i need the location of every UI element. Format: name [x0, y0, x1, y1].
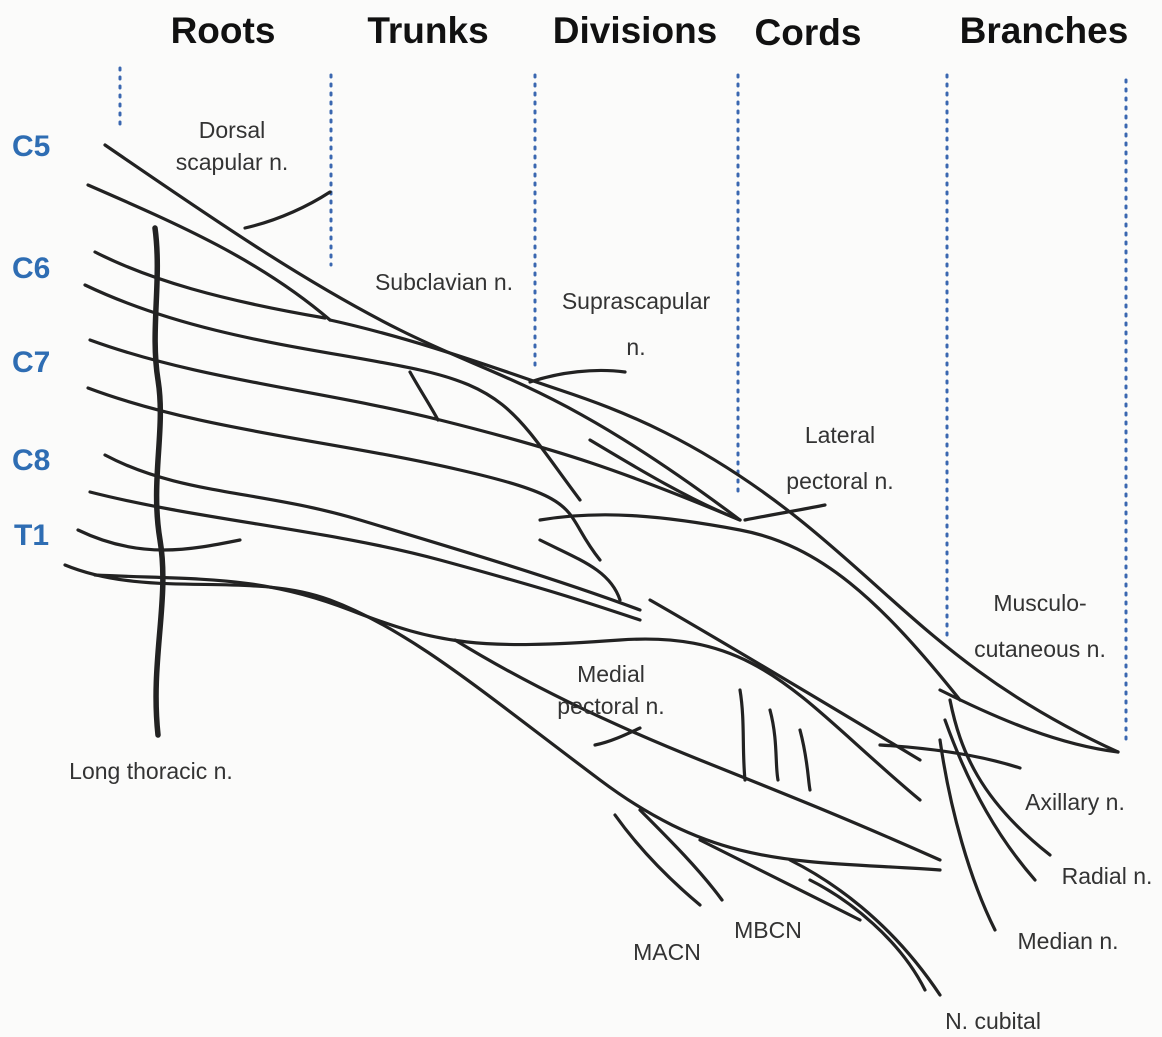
label-mbcn: MBCN: [734, 914, 802, 946]
ulnar-nerve-2: [810, 880, 925, 990]
label-subclavian: Subclavian n.: [375, 266, 513, 298]
radial-nerve: [945, 720, 1035, 880]
label-dorsal-scapular-line2: scapular n.: [176, 146, 289, 178]
header-cords: Cords: [755, 12, 862, 54]
root-label-t1: T1: [14, 519, 49, 553]
dorsal-scapular-nerve: [245, 192, 330, 228]
label-lateral-pectoral: Lateral pectoral n.: [786, 412, 893, 504]
header-branches: Branches: [960, 10, 1129, 52]
label-macn: MACN: [633, 936, 701, 968]
medial-cord: [650, 600, 920, 760]
subscapular-nerve-2: [770, 710, 778, 780]
root-label-c8: C8: [12, 444, 50, 478]
mbcn-nerve: [700, 840, 860, 920]
nerve-strands: [65, 145, 1118, 995]
upper-trunk: [330, 320, 1118, 752]
label-suprascapular-line2: n.: [562, 324, 710, 370]
c5-root-lower: [88, 185, 330, 320]
median-nerve: [940, 740, 995, 930]
root-label-c6: C6: [12, 252, 50, 286]
header-trunks: Trunks: [367, 10, 488, 52]
label-lateral-pectoral-line1: Lateral: [786, 412, 893, 458]
medial-pectoral-nerve: [595, 728, 640, 745]
label-long-thoracic: Long thoracic n.: [69, 755, 233, 787]
root-label-c7: C7: [12, 346, 50, 380]
label-medial-pectoral: Medial pectoral n.: [557, 658, 664, 722]
header-divisions: Divisions: [553, 10, 718, 52]
musculocutaneous-nerve: [940, 690, 1118, 752]
c6-root-upper: [95, 252, 325, 318]
label-medial-pectoral-line1: Medial: [557, 658, 664, 690]
label-axillary: Axillary n.: [1025, 786, 1125, 818]
label-dorsal-scapular: Dorsal scapular n.: [176, 114, 289, 178]
label-musculocutaneous-line2: cutaneous n.: [974, 626, 1106, 672]
long-thoracic-nerve: [155, 228, 163, 735]
t1-root-lower: [65, 565, 940, 870]
label-musculocutaneous-line1: Musculo-: [974, 580, 1106, 626]
lateral-cord: [590, 440, 740, 520]
c8-root-lower: [90, 492, 640, 620]
posterior-cord: [455, 640, 940, 860]
suprascapular-nerve: [530, 370, 625, 382]
label-n-cubital: N. cubital: [945, 1005, 1041, 1037]
c8-root-upper: [105, 455, 640, 610]
subscapular-nerve-1: [740, 690, 745, 780]
label-musculocutaneous: Musculo- cutaneous n.: [974, 580, 1106, 672]
label-lateral-pectoral-line2: pectoral n.: [786, 458, 893, 504]
label-radial: Radial n.: [1062, 860, 1153, 892]
label-dorsal-scapular-line1: Dorsal: [176, 114, 289, 146]
label-medial-pectoral-line2: pectoral n.: [557, 690, 664, 722]
c7-root-lower: [88, 388, 600, 560]
label-median: Median n.: [1017, 925, 1118, 957]
label-suprascapular: Suprascapular n.: [562, 278, 710, 370]
thoracodorsal-nerve: [800, 730, 810, 790]
header-roots: Roots: [171, 10, 276, 52]
label-suprascapular-line1: Suprascapular: [562, 278, 710, 324]
root-label-c5: C5: [12, 130, 50, 164]
